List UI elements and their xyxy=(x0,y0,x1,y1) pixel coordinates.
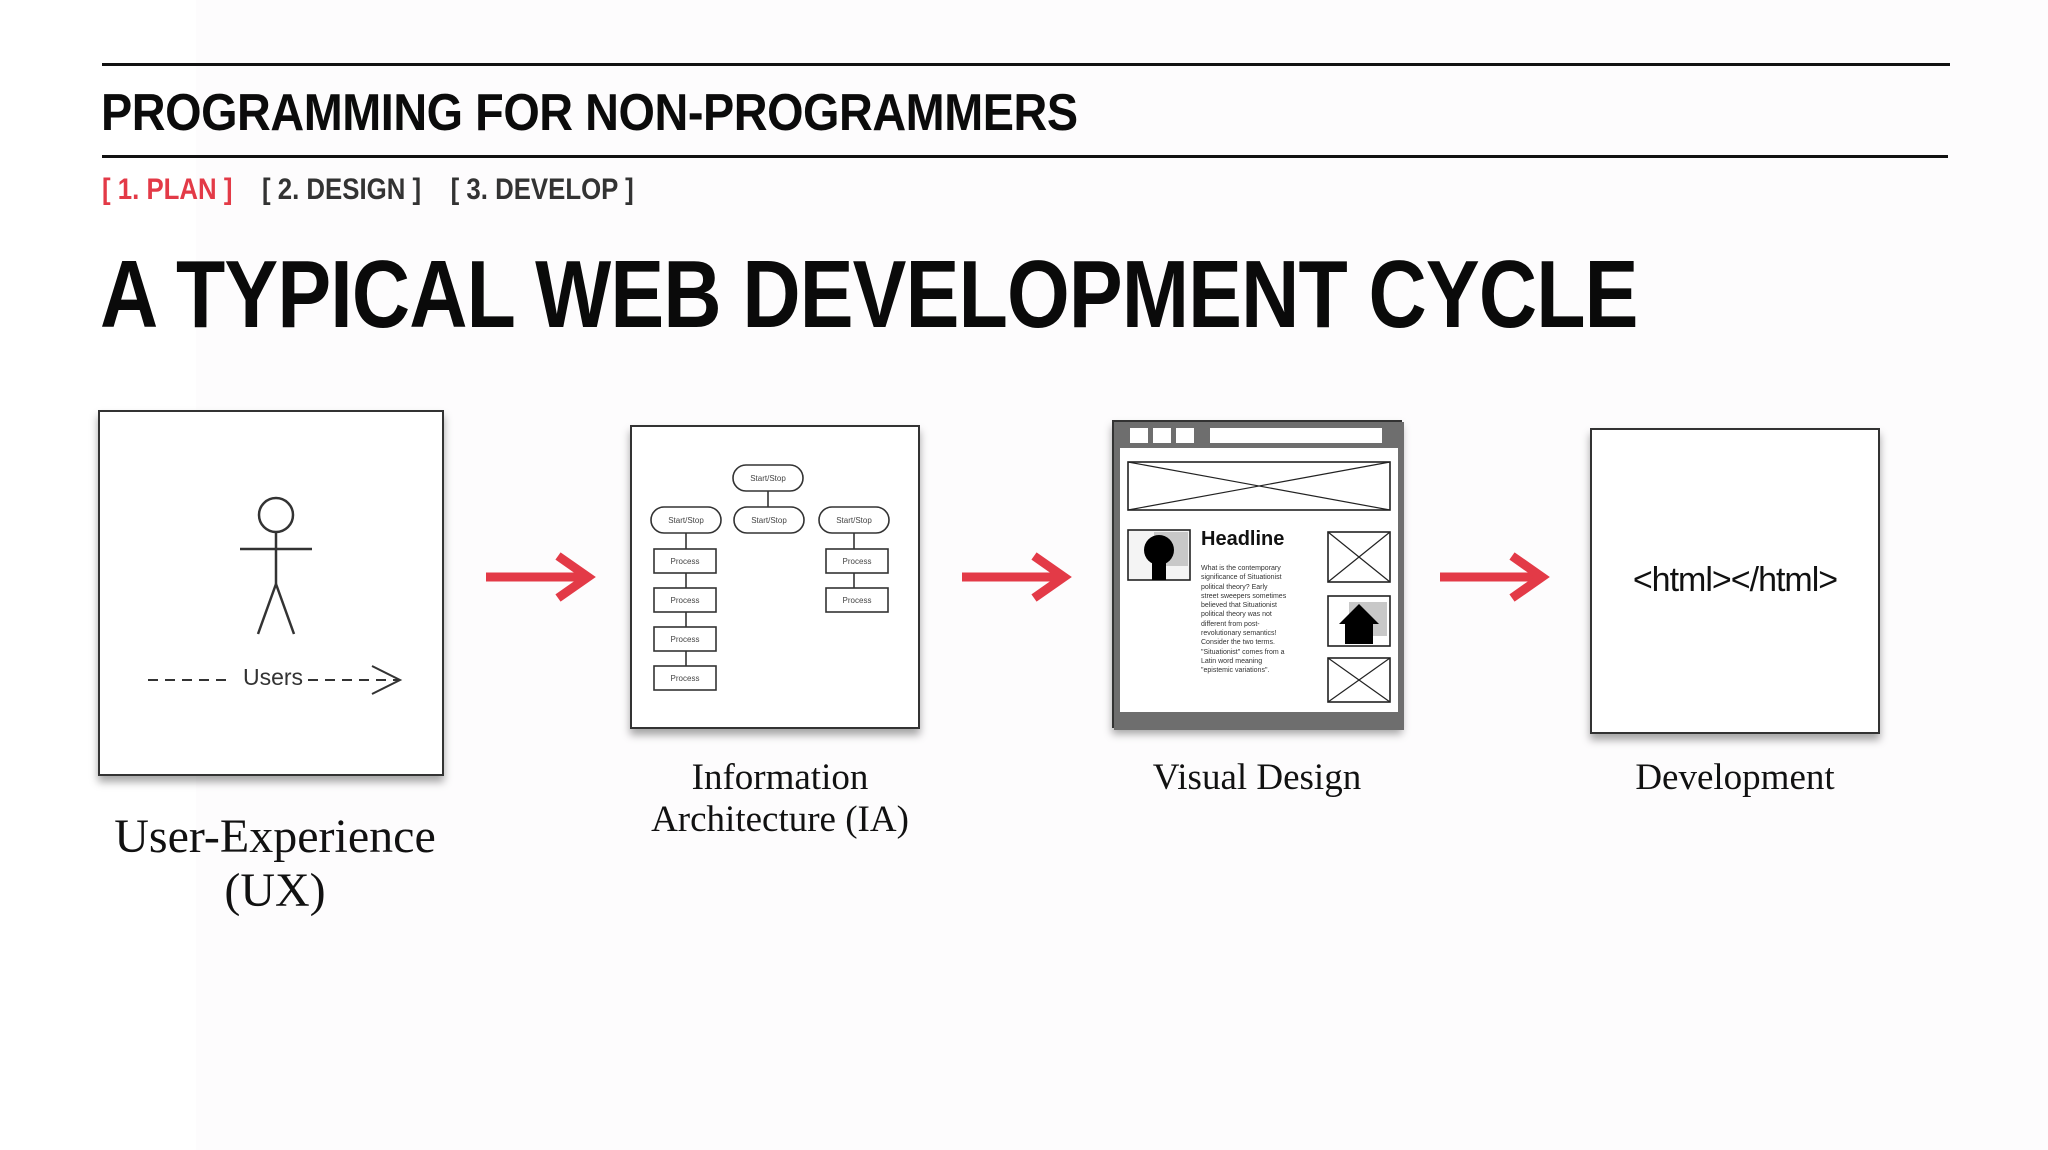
body-line: Consider the two terms. xyxy=(1201,639,1275,647)
ia-caption-line2: Architecture (IA) xyxy=(651,799,909,840)
ia-node-label: Process xyxy=(671,635,700,644)
window-button-icon xyxy=(1153,428,1171,443)
users-label: Users xyxy=(242,664,304,690)
ia-card: Start/Stop Start/Stop Start/Stop Start/S… xyxy=(630,425,920,729)
stick-figure-icon xyxy=(148,496,403,695)
development-card: <html></html> xyxy=(1590,428,1880,734)
ux-caption-line2: (UX) xyxy=(224,864,326,917)
ia-node-label: Process xyxy=(843,557,872,566)
crumb-plan[interactable]: [ 1. PLAN ] xyxy=(102,173,233,206)
visual-design-card: Headline What is the contemporary signif… xyxy=(1112,420,1404,730)
ux-caption-line1: User-Experience xyxy=(114,810,436,863)
ia-node-label: Start/Stop xyxy=(668,516,704,525)
house-icon xyxy=(1327,595,1391,647)
ia-node-label: Process xyxy=(671,596,700,605)
ux-card: Users xyxy=(98,410,444,776)
body-line: believed that Situationist xyxy=(1201,602,1277,610)
address-bar xyxy=(1210,428,1382,443)
ia-node-label: Process xyxy=(671,674,700,683)
html-code-text: <html></html> xyxy=(1632,561,1838,599)
course-title: PROGRAMMING FOR NON-PROGRAMMERS xyxy=(101,84,1078,142)
window-button-icon xyxy=(1130,428,1148,443)
ia-node-label: Start/Stop xyxy=(751,516,787,525)
arrow-right-icon xyxy=(1440,552,1550,602)
body-line: What is the contemporary xyxy=(1201,565,1281,572)
ia-node-label: Process xyxy=(843,596,872,605)
header-rule-top xyxy=(102,63,1950,66)
wireframe-body-text: What is the contemporary significance of… xyxy=(1201,564,1326,676)
body-line: Latin word meaning xyxy=(1201,657,1263,665)
window-button-icon xyxy=(1176,428,1194,443)
crumb-develop[interactable]: [ 3. DEVELOP ] xyxy=(450,173,634,206)
ia-node-label: Start/Stop xyxy=(836,516,872,525)
development-caption: Development xyxy=(1635,757,1835,798)
body-line: "Situationist" comes from a xyxy=(1201,648,1285,656)
wireframe-headline: Headline xyxy=(1201,528,1285,550)
crumb-design[interactable]: [ 2. DESIGN ] xyxy=(261,173,422,206)
flowchart-diagram: Start/Stop Start/Stop Start/Stop Start/S… xyxy=(650,464,890,691)
visual-design-caption: Visual Design xyxy=(1152,757,1362,798)
ux-caption: User-Experience (UX) xyxy=(60,810,490,918)
body-line: significance of Situationist xyxy=(1201,574,1282,582)
arrow-right-icon xyxy=(486,552,596,602)
arrow-right-icon xyxy=(962,552,1072,602)
profile-photo-icon xyxy=(1127,529,1191,581)
ia-caption-line1: Information xyxy=(691,757,869,798)
body-line: street sweepers sometimes xyxy=(1201,592,1287,600)
body-line: political theory was not xyxy=(1201,611,1272,619)
header-rule-bottom xyxy=(102,155,1948,158)
wireframe-diagram xyxy=(1114,422,1404,730)
ia-caption: Information Architecture (IA) xyxy=(595,757,965,841)
breadcrumb: [ 1. PLAN ] [ 2. DESIGN ] [ 3. DEVELOP ] xyxy=(102,170,656,210)
body-line: different from post- xyxy=(1201,620,1260,628)
slide-title: A TYPICAL WEB DEVELOPMENT CYCLE xyxy=(100,241,1638,348)
ia-node-label: Start/Stop xyxy=(750,474,786,483)
body-line: political theory? Early xyxy=(1201,583,1268,591)
ia-node-label: Process xyxy=(671,557,700,566)
body-line: "epistemic variations". xyxy=(1201,667,1270,675)
body-line: revolutionary semantics! xyxy=(1201,630,1277,638)
